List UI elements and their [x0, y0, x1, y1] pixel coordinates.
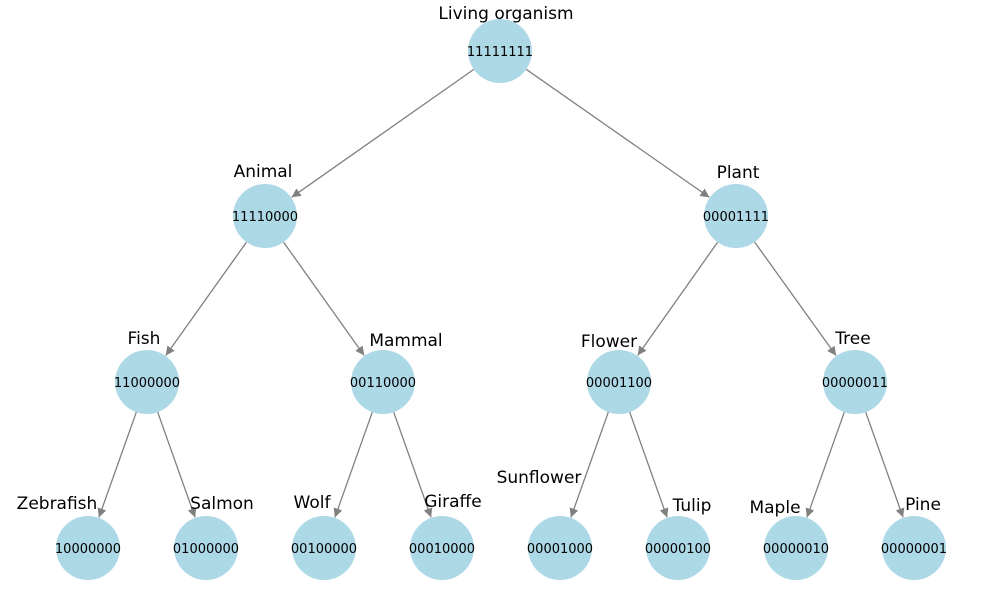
node-code: 10000000 [55, 542, 121, 557]
node-label: Tulip [672, 496, 712, 516]
node-circle [351, 350, 415, 414]
node-code: 00000011 [822, 376, 888, 391]
node-circle [174, 516, 238, 580]
edge-fish-to-salmon [157, 411, 197, 518]
nodes-layer: 11111111 Living organism 11110000 Animal 000… [17, 4, 947, 580]
node-label: Maple [749, 498, 800, 518]
node-zebrafish: 10000000 Zebrafish [17, 494, 121, 580]
node-pine: 00000001 Pine [881, 495, 947, 580]
edge-fish-to-zebrafish [97, 411, 137, 518]
node-circle [764, 516, 828, 580]
node-code: 00010000 [409, 542, 475, 557]
node-tree: 00000011 Tree [822, 329, 888, 414]
node-tulip: 00000100 Tulip [645, 496, 712, 580]
node-fish: 11000000 Fish [114, 329, 180, 414]
node-circle [115, 350, 179, 414]
node-circle [410, 516, 474, 580]
node-label: Mammal [369, 331, 442, 351]
edge-tree-to-pine [865, 411, 905, 518]
node-code: 00001100 [586, 376, 652, 391]
node-code: 00110000 [350, 376, 416, 391]
node-circle [292, 516, 356, 580]
node-circle [528, 516, 592, 580]
node-label: Fish [128, 329, 161, 349]
edge-animal-to-mammal [282, 241, 365, 356]
node-label: Tree [834, 329, 870, 349]
node-giraffe: 00010000 Giraffe [409, 492, 482, 580]
node-code: 00000100 [645, 542, 711, 557]
node-plant: 00001111 Plant [703, 163, 769, 248]
node-sunflower: 00001000 Sunflower [497, 468, 593, 580]
node-code: 00000010 [763, 542, 829, 557]
edge-flower-to-sunflower [569, 411, 609, 518]
node-code: 01000000 [173, 542, 239, 557]
node-mammal: 00110000 Mammal [350, 331, 443, 414]
edge-living-to-animal [291, 68, 475, 198]
node-circle [823, 350, 887, 414]
node-animal: 11110000 Animal [232, 162, 298, 248]
node-circle [646, 516, 710, 580]
edge-mammal-to-wolf [333, 411, 373, 518]
node-maple: 00000010 Maple [749, 498, 829, 580]
node-label: Animal [234, 162, 293, 182]
node-circle [704, 184, 768, 248]
node-living: 11111111 Living organism [438, 4, 574, 83]
node-circle [233, 184, 297, 248]
node-code: 00100000 [291, 542, 357, 557]
edge-flower-to-tulip [629, 411, 669, 518]
node-code: 00001000 [527, 542, 593, 557]
node-circle [587, 350, 651, 414]
node-code: 00000001 [881, 542, 947, 557]
node-label: Flower [581, 332, 637, 352]
node-circle [882, 516, 946, 580]
node-code: 11111111 [467, 45, 533, 60]
edge-mammal-to-giraffe [393, 411, 433, 518]
node-flower: 00001100 Flower [581, 332, 652, 414]
node-label: Salmon [190, 494, 254, 514]
node-wolf: 00100000 Wolf [291, 493, 357, 580]
node-circle [468, 19, 532, 83]
node-code: 11000000 [114, 376, 180, 391]
node-code: 11110000 [232, 210, 298, 225]
node-code: 00001111 [703, 210, 769, 225]
node-label: Zebrafish [17, 494, 98, 514]
node-label: Giraffe [424, 492, 481, 512]
node-label: Living organism [438, 4, 573, 24]
node-label: Plant [717, 163, 760, 183]
node-label: Sunflower [497, 468, 582, 488]
node-circle [56, 516, 120, 580]
edge-tree-to-maple [805, 411, 845, 518]
node-salmon: 01000000 Salmon [173, 494, 254, 580]
edge-plant-to-tree [754, 241, 837, 356]
edge-plant-to-flower [637, 241, 719, 356]
edge-living-to-plant [525, 68, 710, 198]
edges-layer [97, 68, 905, 518]
edge-animal-to-fish [165, 241, 248, 356]
node-label: Wolf [294, 493, 332, 513]
node-label: Pine [905, 495, 941, 515]
